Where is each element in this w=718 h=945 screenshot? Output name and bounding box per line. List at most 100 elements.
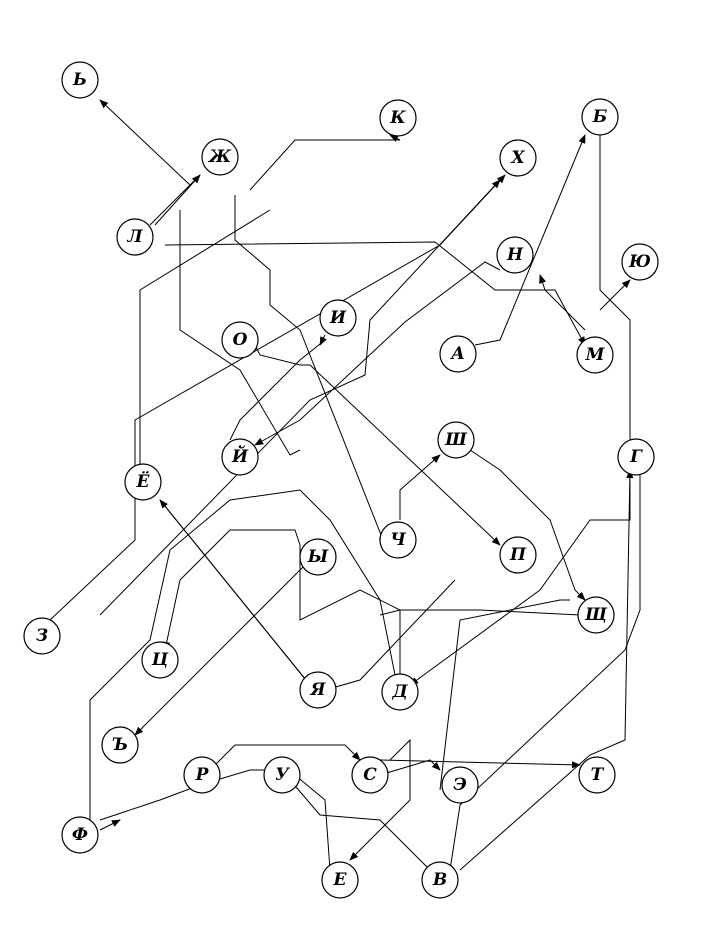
edge-arrow [229, 339, 326, 441]
node-circle [23, 617, 61, 655]
node-label: И [329, 308, 347, 328]
edge-arrow [319, 334, 327, 346]
node-label: К [389, 108, 406, 128]
edge-arrow [399, 454, 441, 520]
node-label: Ё [136, 471, 151, 492]
node-label: Ц [151, 650, 169, 670]
node-circle [379, 99, 417, 137]
edge-arrow [449, 470, 641, 871]
node-zh: Ж [201, 138, 239, 176]
node-v: В [421, 861, 459, 899]
node-s: С [351, 756, 389, 794]
node-label: Ь [72, 70, 87, 90]
node-label: Х [510, 148, 525, 168]
node-ts: Ц [141, 641, 179, 679]
node-circle [437, 421, 475, 459]
node-m: М [576, 336, 614, 374]
node-label: Н [506, 245, 524, 265]
node-label: Я [310, 680, 327, 700]
node-label: Д [391, 682, 408, 702]
node-circle [499, 139, 537, 177]
node-hard: Ъ [101, 726, 139, 764]
node-yu: Ю [621, 243, 659, 281]
node-circle [299, 671, 337, 709]
node-d: Д [381, 673, 419, 711]
node-circle [201, 138, 239, 176]
node-circle [421, 861, 459, 899]
node-label: Р [195, 765, 210, 785]
node-circle [617, 438, 655, 476]
node-circle [319, 299, 357, 337]
node-label: Ф [72, 825, 88, 845]
node-circle [124, 463, 162, 501]
edge-arrow [149, 174, 201, 226]
edge-arrow [349, 738, 411, 861]
node-label: Е [333, 870, 348, 890]
node-circle [581, 98, 619, 136]
edge-arrow [139, 209, 271, 465]
node-y: Ы [299, 538, 337, 576]
node-label: Л [126, 227, 143, 247]
node-label: Й [231, 445, 249, 467]
edge-arrow [254, 261, 501, 446]
node-label: Ч [390, 530, 406, 550]
node-f: Ф [61, 816, 99, 854]
node-circle [351, 756, 389, 794]
node-circle [116, 218, 154, 256]
edge-arrow [299, 545, 401, 680]
node-label: А [449, 344, 465, 364]
node-circle [499, 536, 537, 574]
node-circle [183, 756, 221, 794]
node-p: П [499, 536, 537, 574]
node-k: К [379, 99, 417, 137]
node-yo: Ё [124, 463, 162, 501]
node-circle [321, 861, 359, 899]
node-circle [61, 61, 99, 99]
edge-arrow [599, 135, 631, 440]
edge-arrow [474, 134, 586, 346]
node-circle [441, 766, 479, 804]
edge-arrow [254, 344, 501, 546]
node-u: У [263, 756, 301, 794]
node-label: Э [453, 775, 467, 795]
node-label: Ш [444, 430, 468, 450]
node-circle [578, 756, 616, 794]
node-o: О [221, 321, 259, 359]
node-z: З [23, 617, 61, 655]
node-label: Т [591, 765, 605, 785]
edge-arrow [214, 744, 361, 766]
node-ya: Я [299, 671, 337, 709]
edge-arrow [249, 139, 400, 191]
node-label: В [432, 870, 447, 890]
node-circle [61, 816, 99, 854]
edge-arrow [163, 529, 301, 651]
node-sh: Ш [437, 421, 475, 459]
node-label: У [275, 765, 290, 785]
node-label: М [585, 345, 606, 365]
node-j: Й [221, 438, 259, 476]
node-label: З [36, 626, 48, 646]
edge-arrow [389, 134, 401, 142]
node-circle [496, 236, 534, 274]
node-n: Н [496, 236, 534, 274]
node-label: Б [592, 107, 608, 127]
node-circle [381, 673, 419, 711]
edge-arrow [459, 469, 634, 871]
edge-arrow [99, 99, 191, 186]
node-ch: Ч [379, 521, 417, 559]
node-label: Ж [207, 147, 232, 167]
edge-arrow [539, 274, 586, 331]
node-b: Б [581, 98, 619, 136]
node-label: Г [629, 447, 643, 467]
edge-arrow [439, 599, 570, 791]
node-i: И [319, 299, 357, 337]
node-circle [263, 756, 301, 794]
edge-arrow [234, 195, 386, 546]
edge-arrow [89, 489, 401, 825]
edge-arrow [409, 470, 631, 686]
node-circle [621, 243, 659, 281]
node-a: А [439, 335, 477, 373]
node-label: С [363, 765, 377, 785]
node-circle [439, 335, 477, 373]
